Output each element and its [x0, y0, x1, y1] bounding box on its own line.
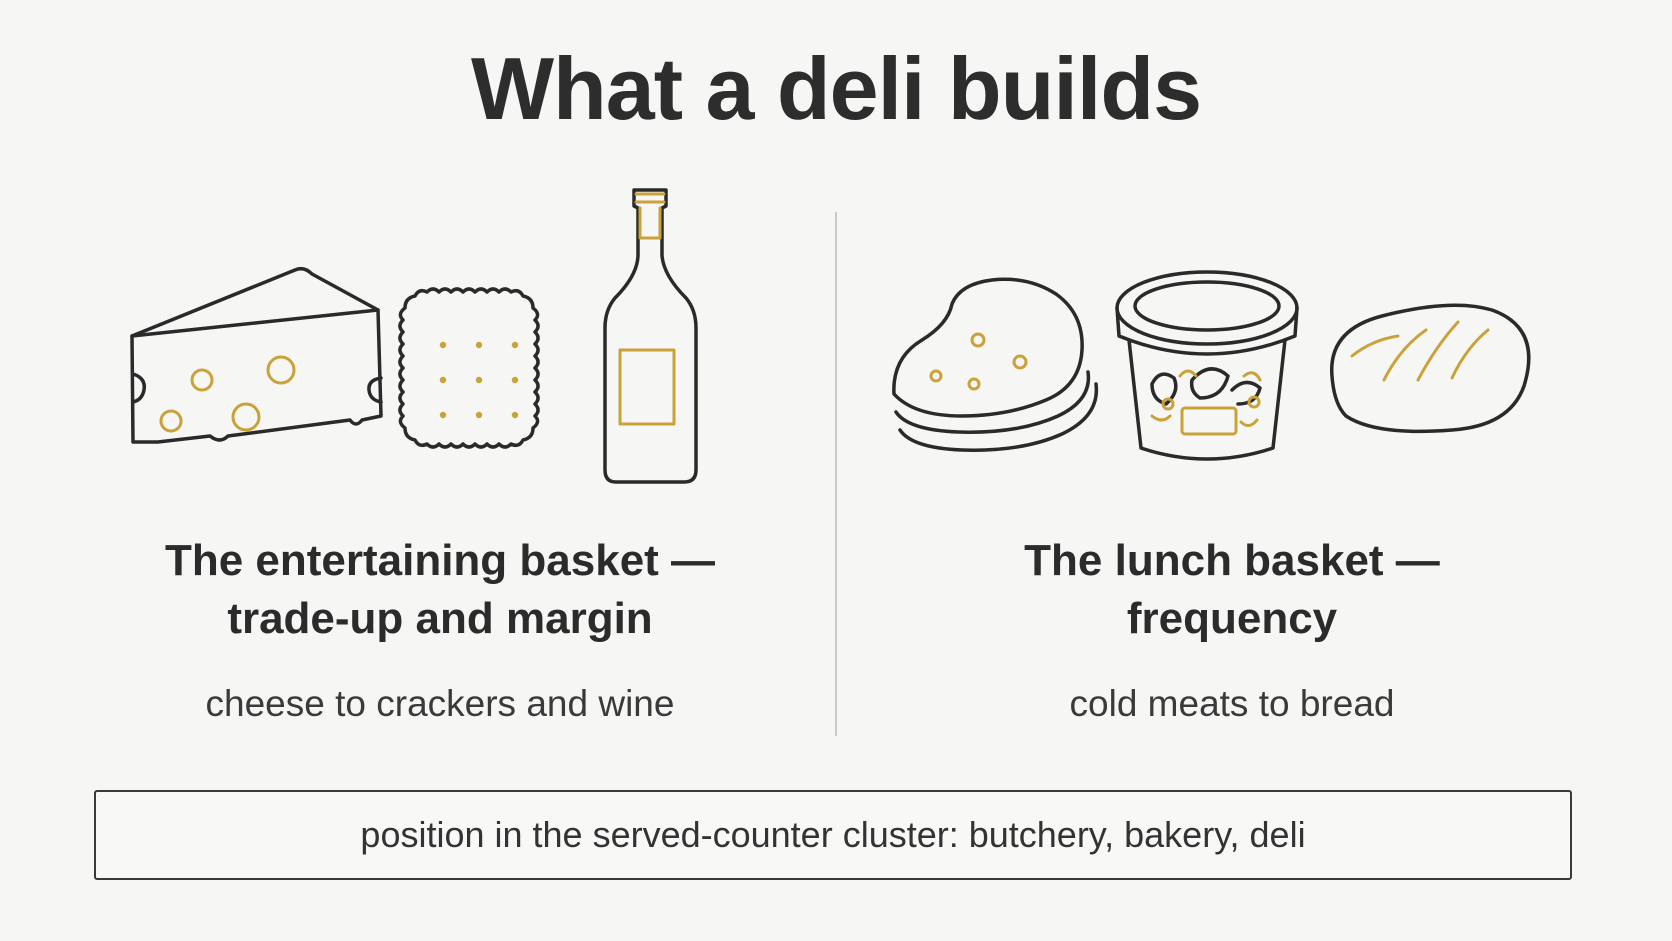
heading-line-1: The lunch basket — [1024, 536, 1440, 585]
heading-line-1: The entertaining basket — [164, 536, 716, 585]
footer-note-box: position in the served-counter cluster: … [94, 790, 1572, 880]
sliced-meat-icon [892, 277, 1099, 452]
lunch-basket-illustration [892, 270, 1531, 461]
lunch-basket-panel: The lunch basket — frequency cold meats … [852, 180, 1612, 740]
lunch-basket-heading: The lunch basket — frequency [852, 532, 1612, 648]
cheese-icon [130, 266, 383, 444]
entertaining-basket-panel: The entertaining basket — trade-up and m… [60, 180, 820, 740]
entertaining-basket-illustration [130, 188, 698, 484]
heading-line-2: trade-up and margin [227, 594, 653, 643]
lunch-basket-subtitle: cold meats to bread [1069, 683, 1395, 724]
column-divider [835, 212, 837, 736]
page-title: What a deli builds [470, 39, 1202, 138]
bread-loaf-icon [1330, 303, 1531, 434]
heading-line-2: frequency [1126, 594, 1338, 643]
wine-bottle-icon [603, 188, 698, 484]
entertaining-basket-heading: The entertaining basket — trade-up and m… [60, 532, 820, 648]
footer-note-text: position in the served-counter cluster: … [360, 814, 1306, 855]
salad-tub-icon [1115, 270, 1299, 461]
entertaining-basket-subtitle: cheese to crackers and wine [205, 683, 675, 724]
cracker-icon [398, 287, 540, 449]
